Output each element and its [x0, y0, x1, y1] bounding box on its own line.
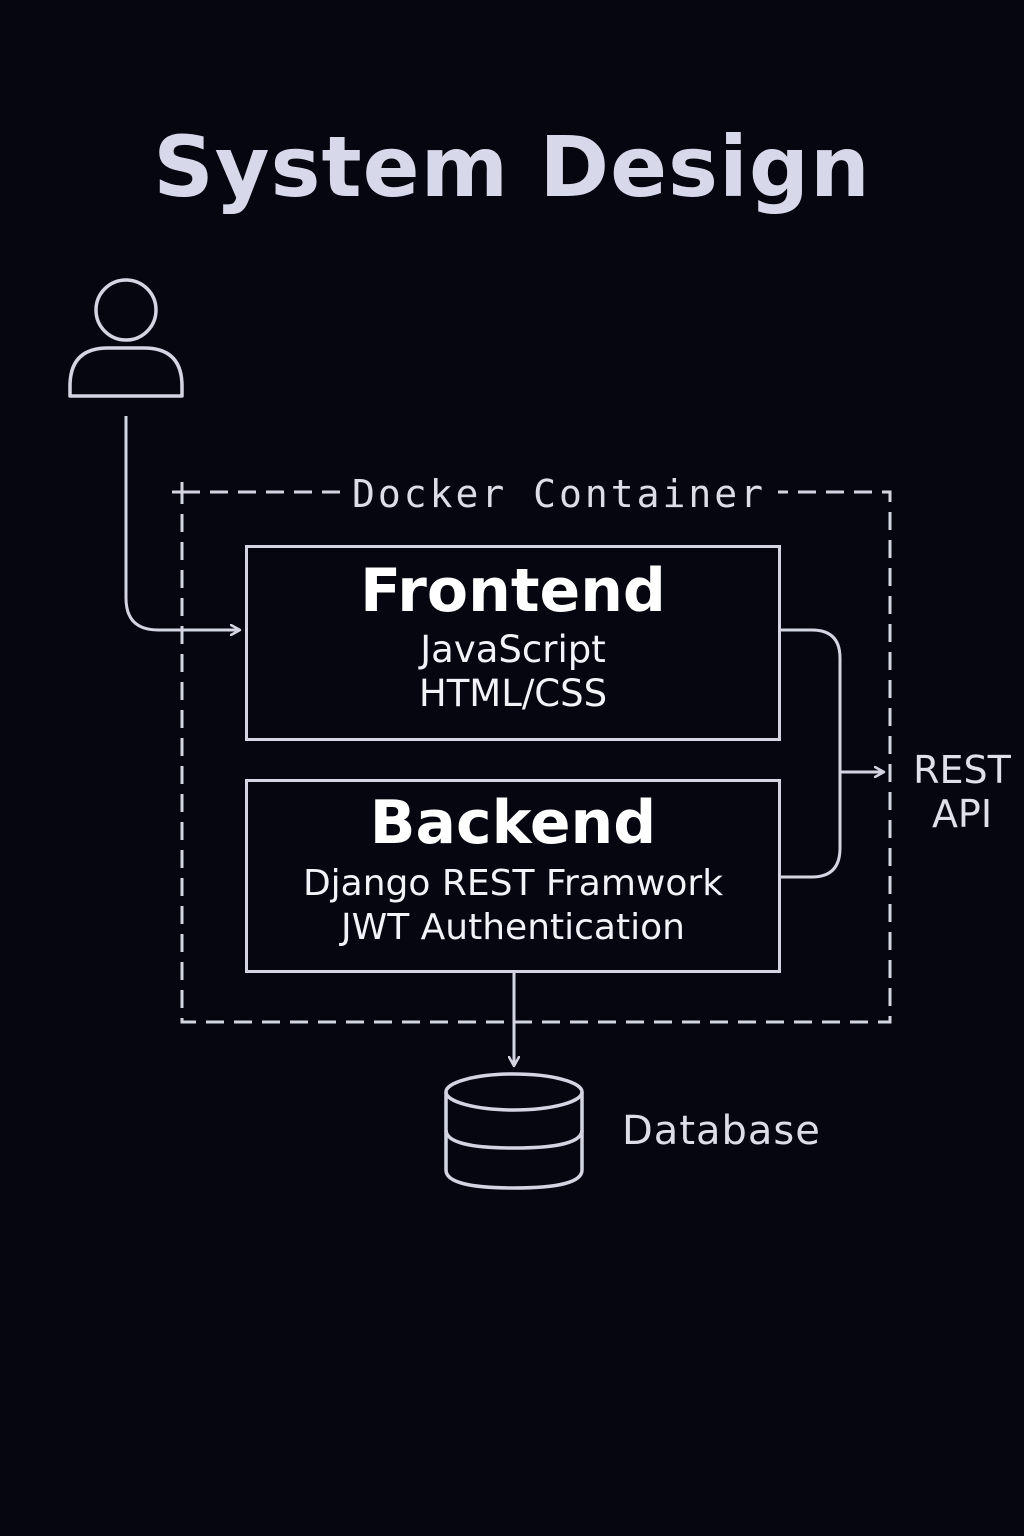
backend-tech-line: JWT Authentication [341, 907, 685, 948]
rest-api-label: REST API [900, 748, 1024, 836]
rest-api-label-line: REST [913, 748, 1011, 792]
diagram-title: System Design [153, 118, 871, 216]
frontend-title: Frontend [360, 556, 666, 626]
frontend-tech-line: JavaScript [420, 628, 606, 671]
rest-api-label-line: API [931, 792, 993, 836]
backend-box: Backend Django REST Framwork JWT Authent… [245, 779, 781, 973]
container-corner-mark [172, 482, 192, 502]
docker-container-label: Docker Container [340, 470, 779, 518]
edge-frontend-rest [781, 628, 842, 879]
database-label: Database [622, 1108, 821, 1154]
database-icon [444, 1072, 584, 1190]
edge-user-frontend [124, 416, 240, 630]
user-icon [68, 278, 184, 398]
backend-title: Backend [369, 788, 657, 858]
frontend-tech-line: HTML/CSS [418, 672, 608, 715]
frontend-box: Frontend JavaScript HTML/CSS [245, 545, 781, 741]
backend-tech-line: Django REST Framwork [302, 863, 724, 904]
